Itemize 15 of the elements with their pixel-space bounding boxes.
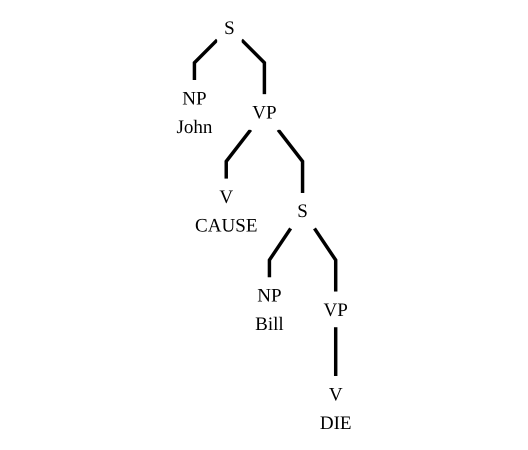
connector [192, 38, 218, 80]
node-text: VP [324, 298, 348, 320]
connector [240, 38, 266, 94]
node-text: NP John [176, 86, 212, 138]
connector [268, 228, 292, 278]
connector [334, 327, 338, 376]
node-text: S [224, 16, 235, 38]
node-text: NP Bill [255, 284, 284, 334]
node-text: V DIE [320, 382, 352, 434]
node-text: V CAUSE [195, 186, 258, 236]
connector [313, 228, 338, 292]
connector [224, 128, 252, 179]
node-text: VP [252, 101, 277, 123]
connector [276, 128, 304, 193]
node-text: S [297, 200, 308, 222]
